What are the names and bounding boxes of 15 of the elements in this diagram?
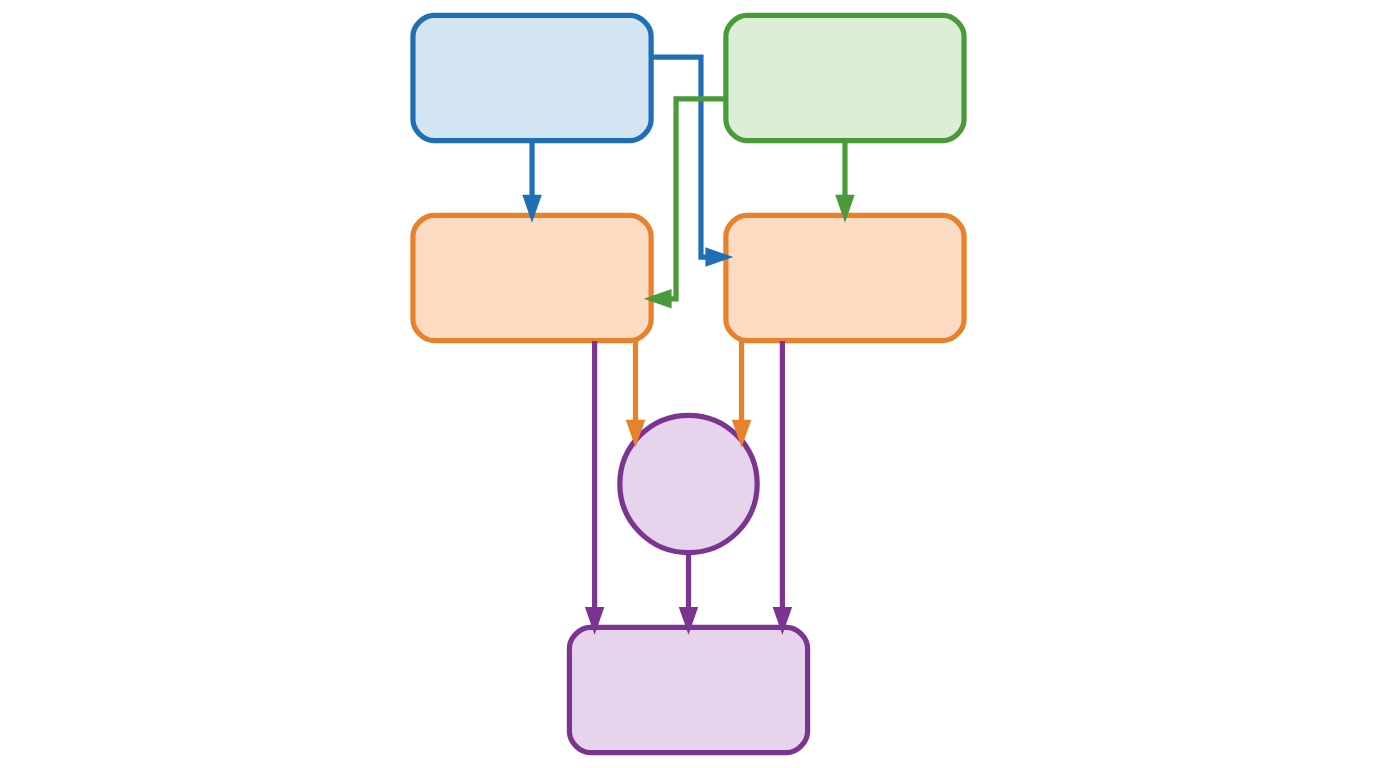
node-box: [409, 12, 654, 144]
node-circle: [616, 412, 760, 556]
node-box: [722, 212, 967, 344]
arrow: [731, 340, 751, 448]
node-box: [566, 624, 810, 756]
arrow: [521, 140, 542, 223]
arrow: [643, 96, 726, 309]
arrow: [625, 340, 645, 448]
arrow: [834, 140, 855, 223]
arrow: [584, 340, 604, 635]
arrow: [650, 54, 733, 267]
arrow: [772, 340, 792, 635]
node-box: [409, 212, 654, 344]
node-box: [722, 12, 967, 144]
arrow: [678, 553, 698, 635]
